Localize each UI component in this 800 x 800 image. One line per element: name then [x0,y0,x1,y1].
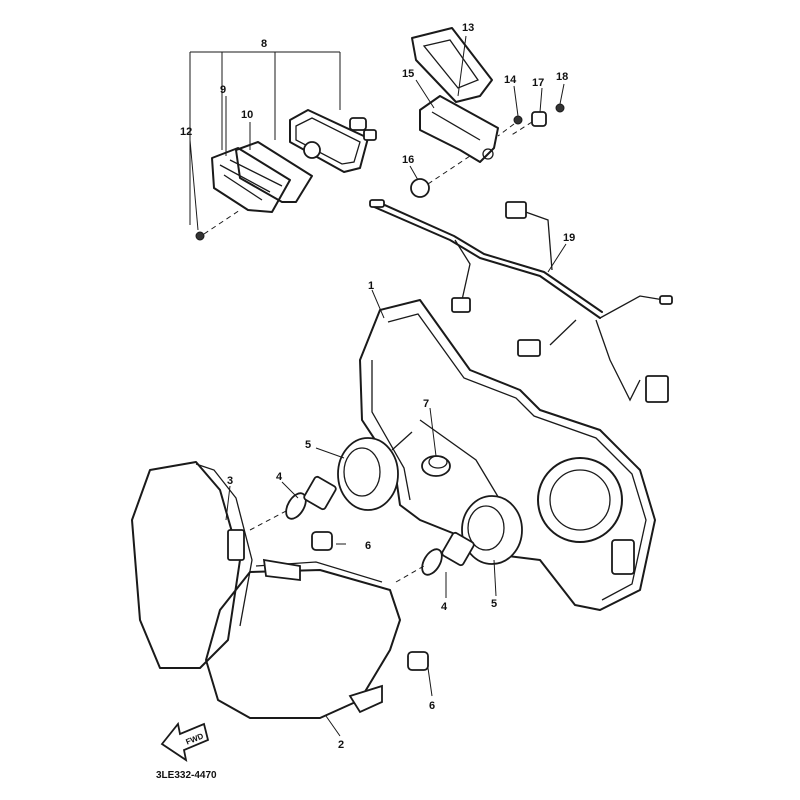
drawing-code: 3LE332-4470 [156,770,217,781]
part-10-gasket [235,141,313,203]
part-6-cover-lower [407,651,429,671]
part-14-bolt [497,115,523,137]
leader-lines [189,35,567,737]
part-7-cap [421,455,451,477]
part-12-screw [195,209,241,241]
part-4-bulb-upper [249,475,337,531]
part-18-screw [555,103,565,113]
callout-6-lower: 6 [429,700,435,712]
callout-4-upper: 4 [276,471,283,483]
part-9-reflector-lens [211,147,291,213]
callout-5-upper: 5 [305,439,311,451]
group-8-bracket [189,51,341,225]
part-5-socket-lower [461,495,523,565]
callout-3: 3 [227,475,233,487]
callout-12: 12 [180,126,192,138]
callout-10: 10 [241,109,253,121]
part-13-plate [411,27,493,103]
callout-6-upper: 6 [365,540,371,552]
callout-18: 18 [556,71,568,83]
part-1-headlight-body [359,299,656,611]
part-16-grommet [410,155,471,198]
callout-5-lower: 5 [491,598,497,610]
callout-numbers: 1 2 3 4 4 5 5 6 6 7 8 9 10 12 13 14 15 1… [180,22,575,751]
callout-14: 14 [504,74,517,86]
callout-1: 1 [368,280,374,292]
part-6-cover-upper [311,531,333,551]
callout-8: 8 [261,38,267,50]
callout-17: 17 [532,77,544,89]
callout-16: 16 [402,154,414,166]
part-3-lens-upper [131,461,253,669]
callout-9: 9 [220,84,226,96]
part-19-wire-harness [369,199,673,403]
part-2-lens-lower [205,558,401,719]
forward-arrow-icon: FWD [160,721,210,762]
part-4-bulb-lower [395,531,475,583]
callout-7: 7 [423,398,429,410]
part-17-nut [509,111,547,137]
part-5-socket-upper [337,431,413,511]
callout-13: 13 [462,22,474,34]
callout-2: 2 [338,739,344,751]
callout-19: 19 [563,232,575,244]
part-15-bracket [419,95,499,163]
side-lamp-housing [289,109,377,173]
callout-4-lower: 4 [441,601,448,613]
callout-15: 15 [402,68,414,80]
